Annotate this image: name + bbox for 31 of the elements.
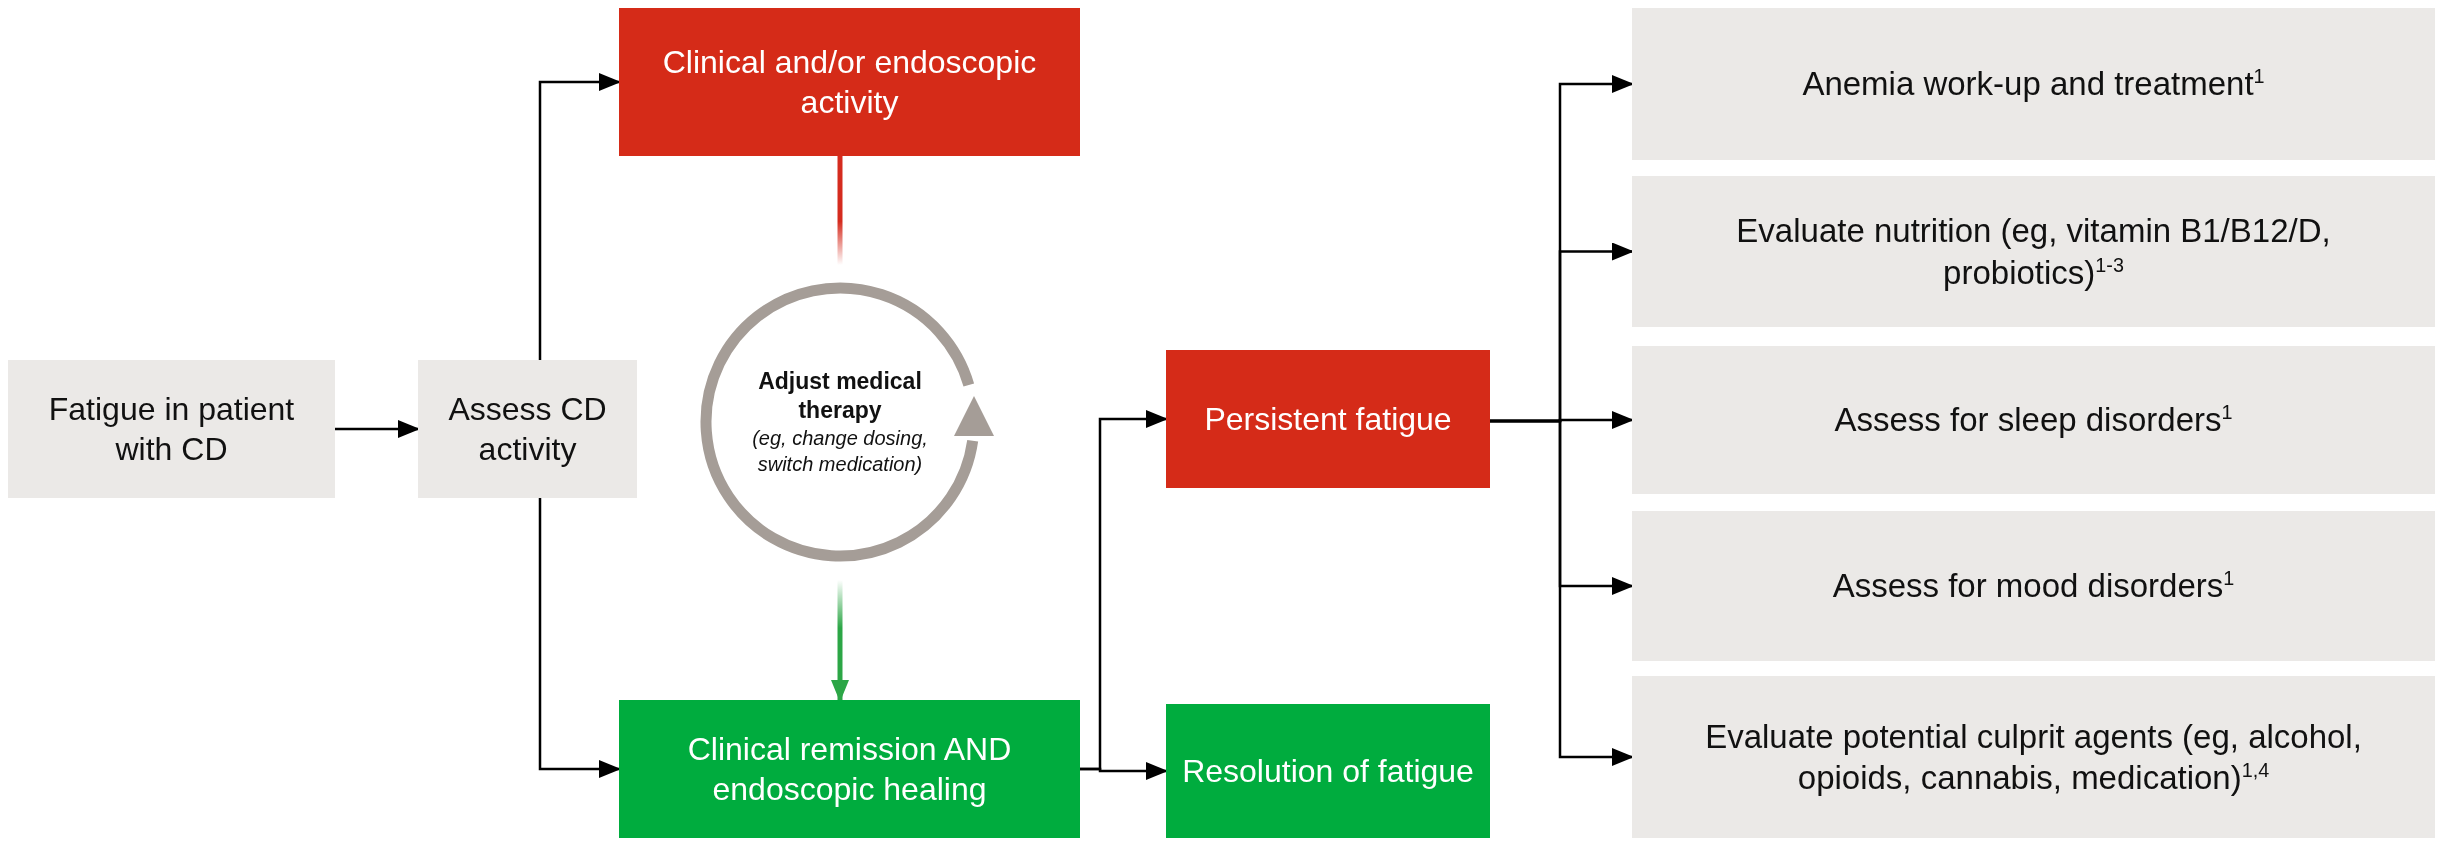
node-text: Adjust medical therapy [757,367,923,425]
process-box [8,360,335,498]
arrow [831,580,849,702]
action-box [1632,511,2435,661]
arrow [1490,419,1634,766]
connector-line [837,156,843,265]
action-box [1632,176,2435,327]
node-text: Anemia work-up and treatment$^{1}$ [1802,64,2265,105]
arrow [538,498,621,778]
action-box [1632,346,2435,494]
action-box [1632,676,2435,838]
outcome-box [1166,350,1490,488]
action-box [1632,8,2435,160]
arrow [335,420,420,438]
process-box [418,360,637,498]
node-note: (eg, change dosing, switch medication) [751,425,929,477]
node-text: Resolution of fatigue [1182,752,1474,791]
node-text: Clinical remission AND endoscopic healing [686,730,1013,809]
node-text: Assess for sleep disorders$^{1}$ [1834,400,2233,441]
arrow [538,73,621,360]
node-text: Persistent fatigue [1204,400,1452,439]
node-text: Fatigue in patient with CD [47,390,296,469]
outcome-box [1166,704,1490,838]
node-text: Clinical and/or endoscopic activity [661,43,1038,122]
node-text: Evaluate nutrition (eg, vitamin B1/B12/D, probiotics)$^{1-3}$ [1735,211,2332,293]
outcome-box [619,8,1080,156]
node-text: Assess CD activity [447,390,608,469]
outcome-box [619,700,1080,838]
node-text: Evaluate potential culprit agents (eg, alcohol, opioids, cannabis, medication)$^{1,4}$ [1704,716,2363,798]
arrow [1080,762,1168,780]
node-text: Assess for mood disorders$^{1}$ [1832,566,2235,607]
